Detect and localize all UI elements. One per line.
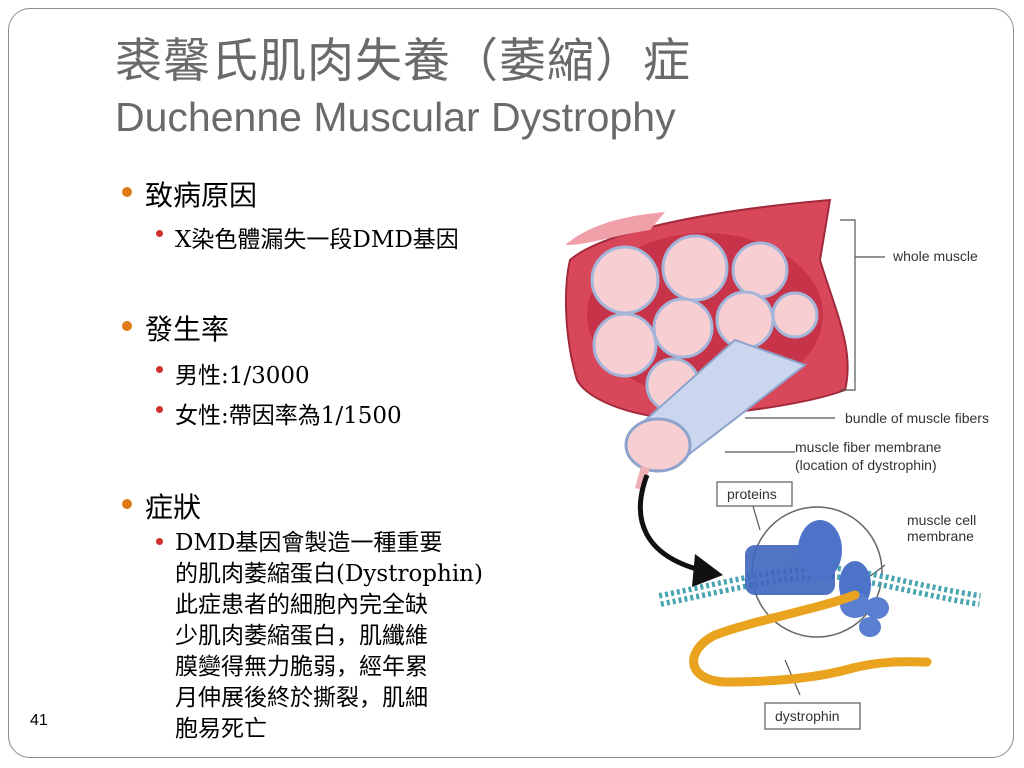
zoom-arrow: [637, 474, 701, 573]
slide-title-english: Duchenne Muscular Dystrophy: [115, 94, 676, 140]
bullet-heading-symptoms: 症狀: [121, 486, 201, 526]
bullet-item-male-incidence: 男性:1/3000: [156, 356, 310, 390]
bullet-heading-cause: 致病原因: [121, 174, 257, 214]
label-dystrophin-location: (location of dystrophin): [795, 457, 937, 473]
bullet-item-cause: X染色體漏失一段DMD基因: [156, 220, 459, 254]
muscle-structure-diagram: whole muscle bundle of muscle fibers mus…: [565, 198, 989, 730]
label-dystrophin: dystrophin: [775, 708, 840, 724]
label-muscle-cell-line1: muscle cell: [907, 512, 976, 528]
bullet-heading-incidence: 發生率: [121, 308, 229, 348]
cell-membrane-illustration: [658, 506, 981, 687]
slide-title-chinese: 裘馨氏肌肉失養（萎縮）症: [115, 34, 691, 89]
bullet-item-symptoms: DMD基因會製造一種重要 的肌肉萎縮蛋白(Dystrophin) 此症患者的細胞…: [156, 528, 525, 745]
label-muscle-fiber-bundle: bundle of muscle fibers: [845, 410, 989, 426]
proteins-label-box: [716, 481, 793, 507]
bullet-item-female-carrier: 女性:帶因率為1/1500: [156, 396, 402, 430]
dystrophin-label-box: [764, 702, 861, 730]
label-whole-muscle: whole muscle: [892, 248, 978, 264]
slide-frame: [8, 8, 1014, 758]
label-muscle-fiber-membrane: muscle fiber membrane: [795, 439, 941, 455]
label-proteins: proteins: [727, 486, 777, 502]
page-number: 41: [30, 712, 48, 729]
whole-muscle-illustration: [565, 198, 849, 490]
label-muscle-cell-line2: membrane: [907, 528, 974, 544]
zoom-arrowhead-icon: [692, 554, 723, 587]
